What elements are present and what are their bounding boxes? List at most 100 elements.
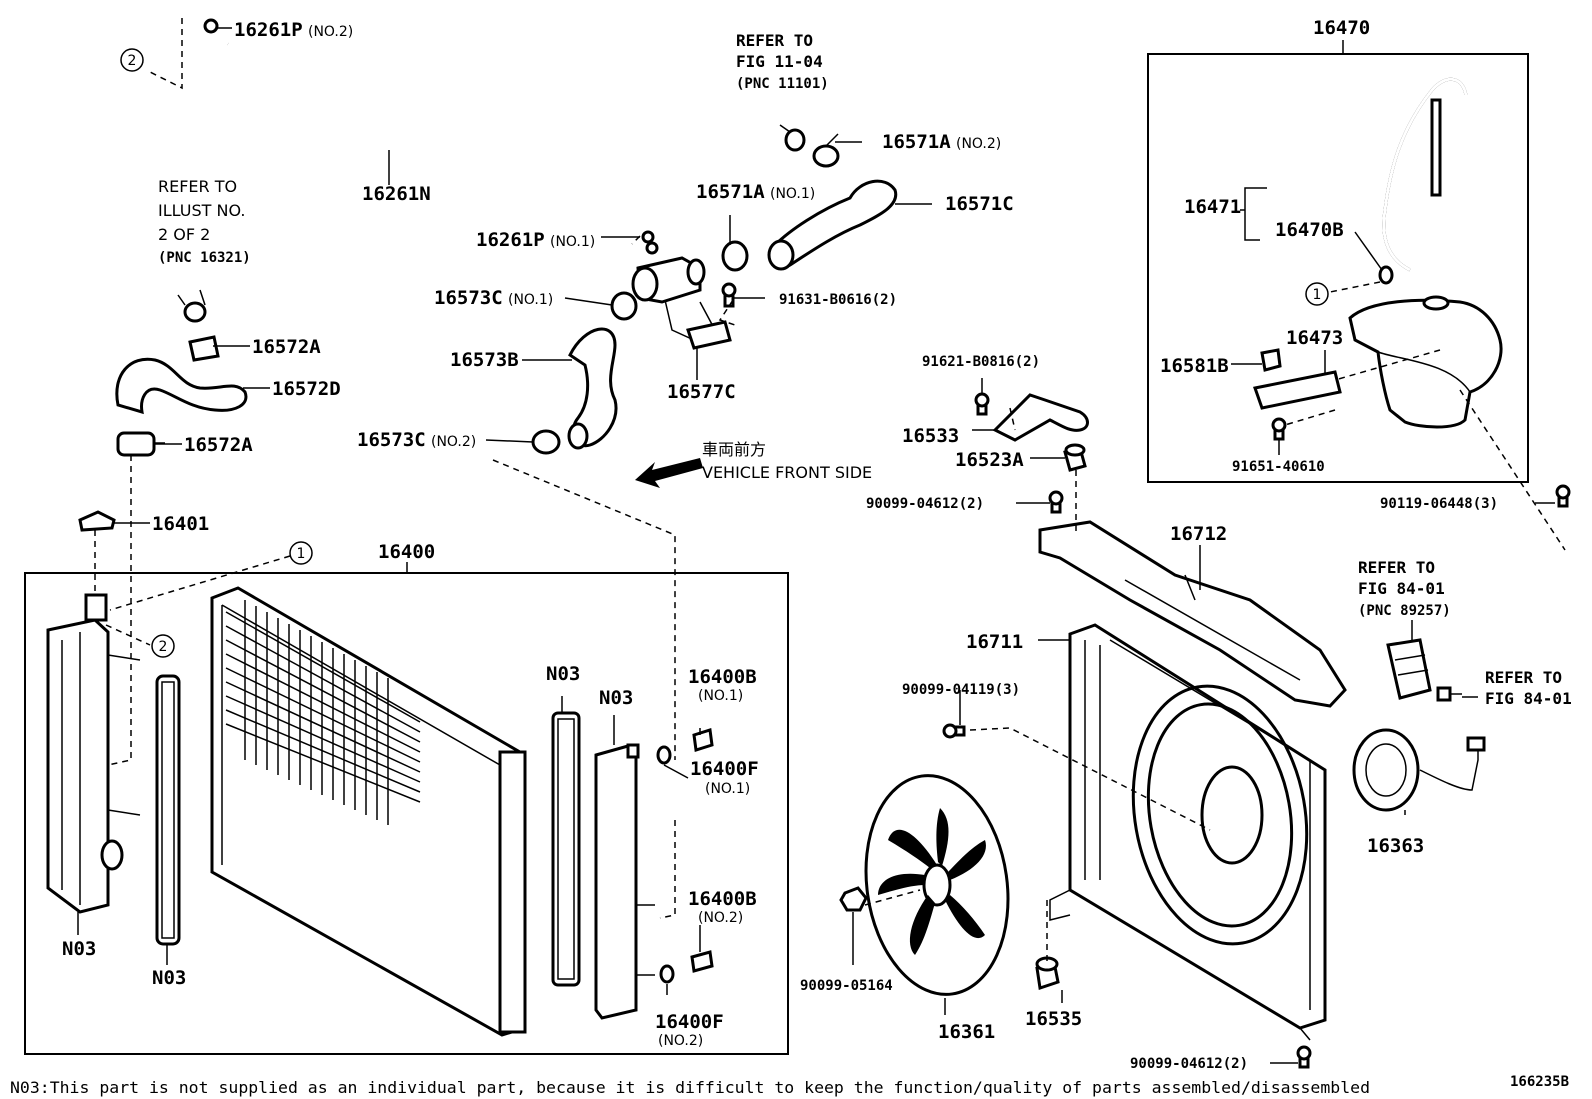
o-ring-16400F-no1 — [656, 745, 672, 765]
label-16573B: 16573B — [450, 349, 519, 371]
dashed-connectors — [94, 18, 1566, 962]
clamp-16573C-no1 — [610, 291, 638, 321]
label-90099-04119: 90099-04119(3) — [902, 682, 1020, 698]
label-16400B-no1-sub: (NO.1) — [698, 688, 743, 704]
gasket-right — [551, 711, 581, 987]
leader-lines — [77, 27, 1555, 1064]
circle-callout-2-top: 2 — [120, 48, 144, 72]
pipe-ref-16321 — [177, 289, 207, 323]
radiator-core — [210, 586, 527, 1037]
label-16573C-no1-sub: (NO.1) — [508, 292, 553, 308]
label-16400F-no2: 16400F — [655, 1011, 724, 1033]
label-16361: 16361 — [938, 1021, 995, 1043]
ref-illust-line2: ILLUST NO. — [158, 201, 245, 220]
circle-callout-1-tank: 1 — [1305, 282, 1329, 306]
label-16535: 16535 — [1025, 1008, 1082, 1030]
label-16401: 16401 — [152, 513, 209, 535]
label-16523A: 16523A — [955, 449, 1024, 471]
circle-callout-1-radiator: 1 — [289, 541, 313, 565]
svg-text:1: 1 — [1313, 287, 1322, 303]
svg-text:2: 2 — [128, 53, 137, 69]
bolt-91651 — [1271, 417, 1287, 441]
label-16571C: 16571C — [945, 193, 1014, 215]
bolt-fig84-01 — [1436, 686, 1462, 702]
direction-english: VEHICLE FRONT SIDE — [702, 463, 872, 482]
fan-motor-16363 — [1352, 728, 1486, 812]
clamp-16573C-no2 — [531, 429, 561, 455]
footer-note: N03:This part is not supplied as an indi… — [10, 1078, 1370, 1097]
label-n03-left-gasket: N03 — [152, 967, 186, 989]
label-16400B-no2: 16400B — [688, 888, 757, 910]
ref-fig1104-line2: FIG 11-04 — [736, 52, 823, 71]
label-n03-right-gasket: N03 — [546, 663, 580, 685]
water-outlet-housing — [631, 256, 716, 346]
label-90119-06448: 90119-06448(3) — [1380, 496, 1498, 512]
label-16261P-no1-sub: (NO.1) — [550, 234, 595, 250]
label-16261P-no1: 16261P — [476, 229, 545, 251]
drain-plug-16400B-no2 — [690, 950, 714, 973]
label-91651-40610: 91651-40610 — [1232, 459, 1325, 475]
o-ring-16400F-no2 — [659, 964, 675, 984]
radiator-tank-left — [46, 593, 141, 914]
nut-90099-05164 — [839, 886, 868, 912]
vehicle-front-arrow — [635, 458, 703, 488]
radiator-tank-right — [594, 743, 655, 1020]
label-16400F-no1: 16400F — [690, 758, 759, 780]
cushion-16523A — [1063, 443, 1087, 472]
label-91631-B0616: 91631-B0616(2) — [779, 292, 897, 308]
bolt-90099-04119 — [942, 723, 966, 739]
label-90099-04612-top: 90099-04612(2) — [866, 496, 984, 512]
ref-fig1104-line1: REFER TO — [736, 31, 813, 50]
clamp-16572A-bottom — [116, 431, 165, 457]
ref-fig1104-line3: (PNC 11101) — [736, 76, 829, 92]
ref-fig8401b-line1: REFER TO — [1485, 668, 1562, 687]
label-16572A-top: 16572A — [252, 336, 321, 358]
clamp-16571A-no1 — [721, 240, 749, 272]
label-16471: 16471 — [1184, 196, 1241, 218]
label-16363: 16363 — [1367, 835, 1424, 857]
direction-japanese: 車両前方 — [702, 440, 766, 459]
gasket-left — [155, 674, 181, 946]
clamp-16571A-no2 — [812, 133, 840, 168]
label-91621-B0816: 91621-B0816(2) — [922, 354, 1040, 370]
ref-fig8401b-line2: FIG 84-01 — [1485, 689, 1572, 708]
bolt-90099-04612-bottom — [1296, 1045, 1312, 1069]
label-16261P-no2-sub: (NO.2) — [308, 24, 353, 40]
reserve-tank — [1348, 295, 1503, 429]
label-16261P-no2: 16261P — [234, 19, 303, 41]
label-90099-04612-bottom: 90099-04612(2) — [1130, 1056, 1248, 1072]
hose-16573B — [567, 327, 618, 450]
label-16573C-no2: 16573C — [357, 429, 426, 451]
label-16400F-no1-sub: (NO.1) — [705, 781, 750, 797]
label-16712: 16712 — [1170, 523, 1227, 545]
label-16400B-no1: 16400B — [688, 666, 757, 688]
label-16473: 16473 — [1286, 327, 1343, 349]
label-16571A-no2-sub: (NO.2) — [956, 136, 1001, 152]
label-16571A-no1: 16571A — [696, 181, 765, 203]
label-16400F-no2-sub: (NO.2) — [658, 1033, 703, 1049]
ref-fig8401a-line3: (PNC 89257) — [1358, 603, 1451, 619]
grommet-16581B — [1260, 348, 1282, 372]
label-90099-05164: 90099-05164 — [800, 978, 893, 994]
label-n03-left-tank: N03 — [62, 938, 96, 960]
ref-fig8401a-line2: FIG 84-01 — [1358, 579, 1445, 598]
hose-16261N — [227, 42, 647, 233]
label-16571A-no1-sub: (NO.1) — [770, 186, 815, 202]
label-16533: 16533 — [902, 425, 959, 447]
bracket-16533 — [992, 393, 1089, 442]
clamp-16261P-no2 — [203, 18, 219, 34]
label-16573C-no2-sub: (NO.2) — [431, 434, 476, 450]
fan-shroud-16711 — [1049, 623, 1327, 1041]
label-16261N: 16261N — [362, 183, 431, 205]
label-16470: 16470 — [1313, 17, 1370, 39]
bracket-16473 — [1253, 370, 1342, 410]
cushion-16535 — [1035, 956, 1060, 990]
label-16577C: 16577C — [667, 381, 736, 403]
label-n03-right-tank: N03 — [599, 687, 633, 709]
ref-illust-line3: 2 OF 2 — [158, 225, 210, 244]
reserve-tank-box — [1147, 53, 1529, 483]
fan-16361 — [864, 774, 1010, 996]
ref-illust-line4: (PNC 16321) — [158, 250, 251, 266]
connector-89257 — [1386, 638, 1432, 700]
